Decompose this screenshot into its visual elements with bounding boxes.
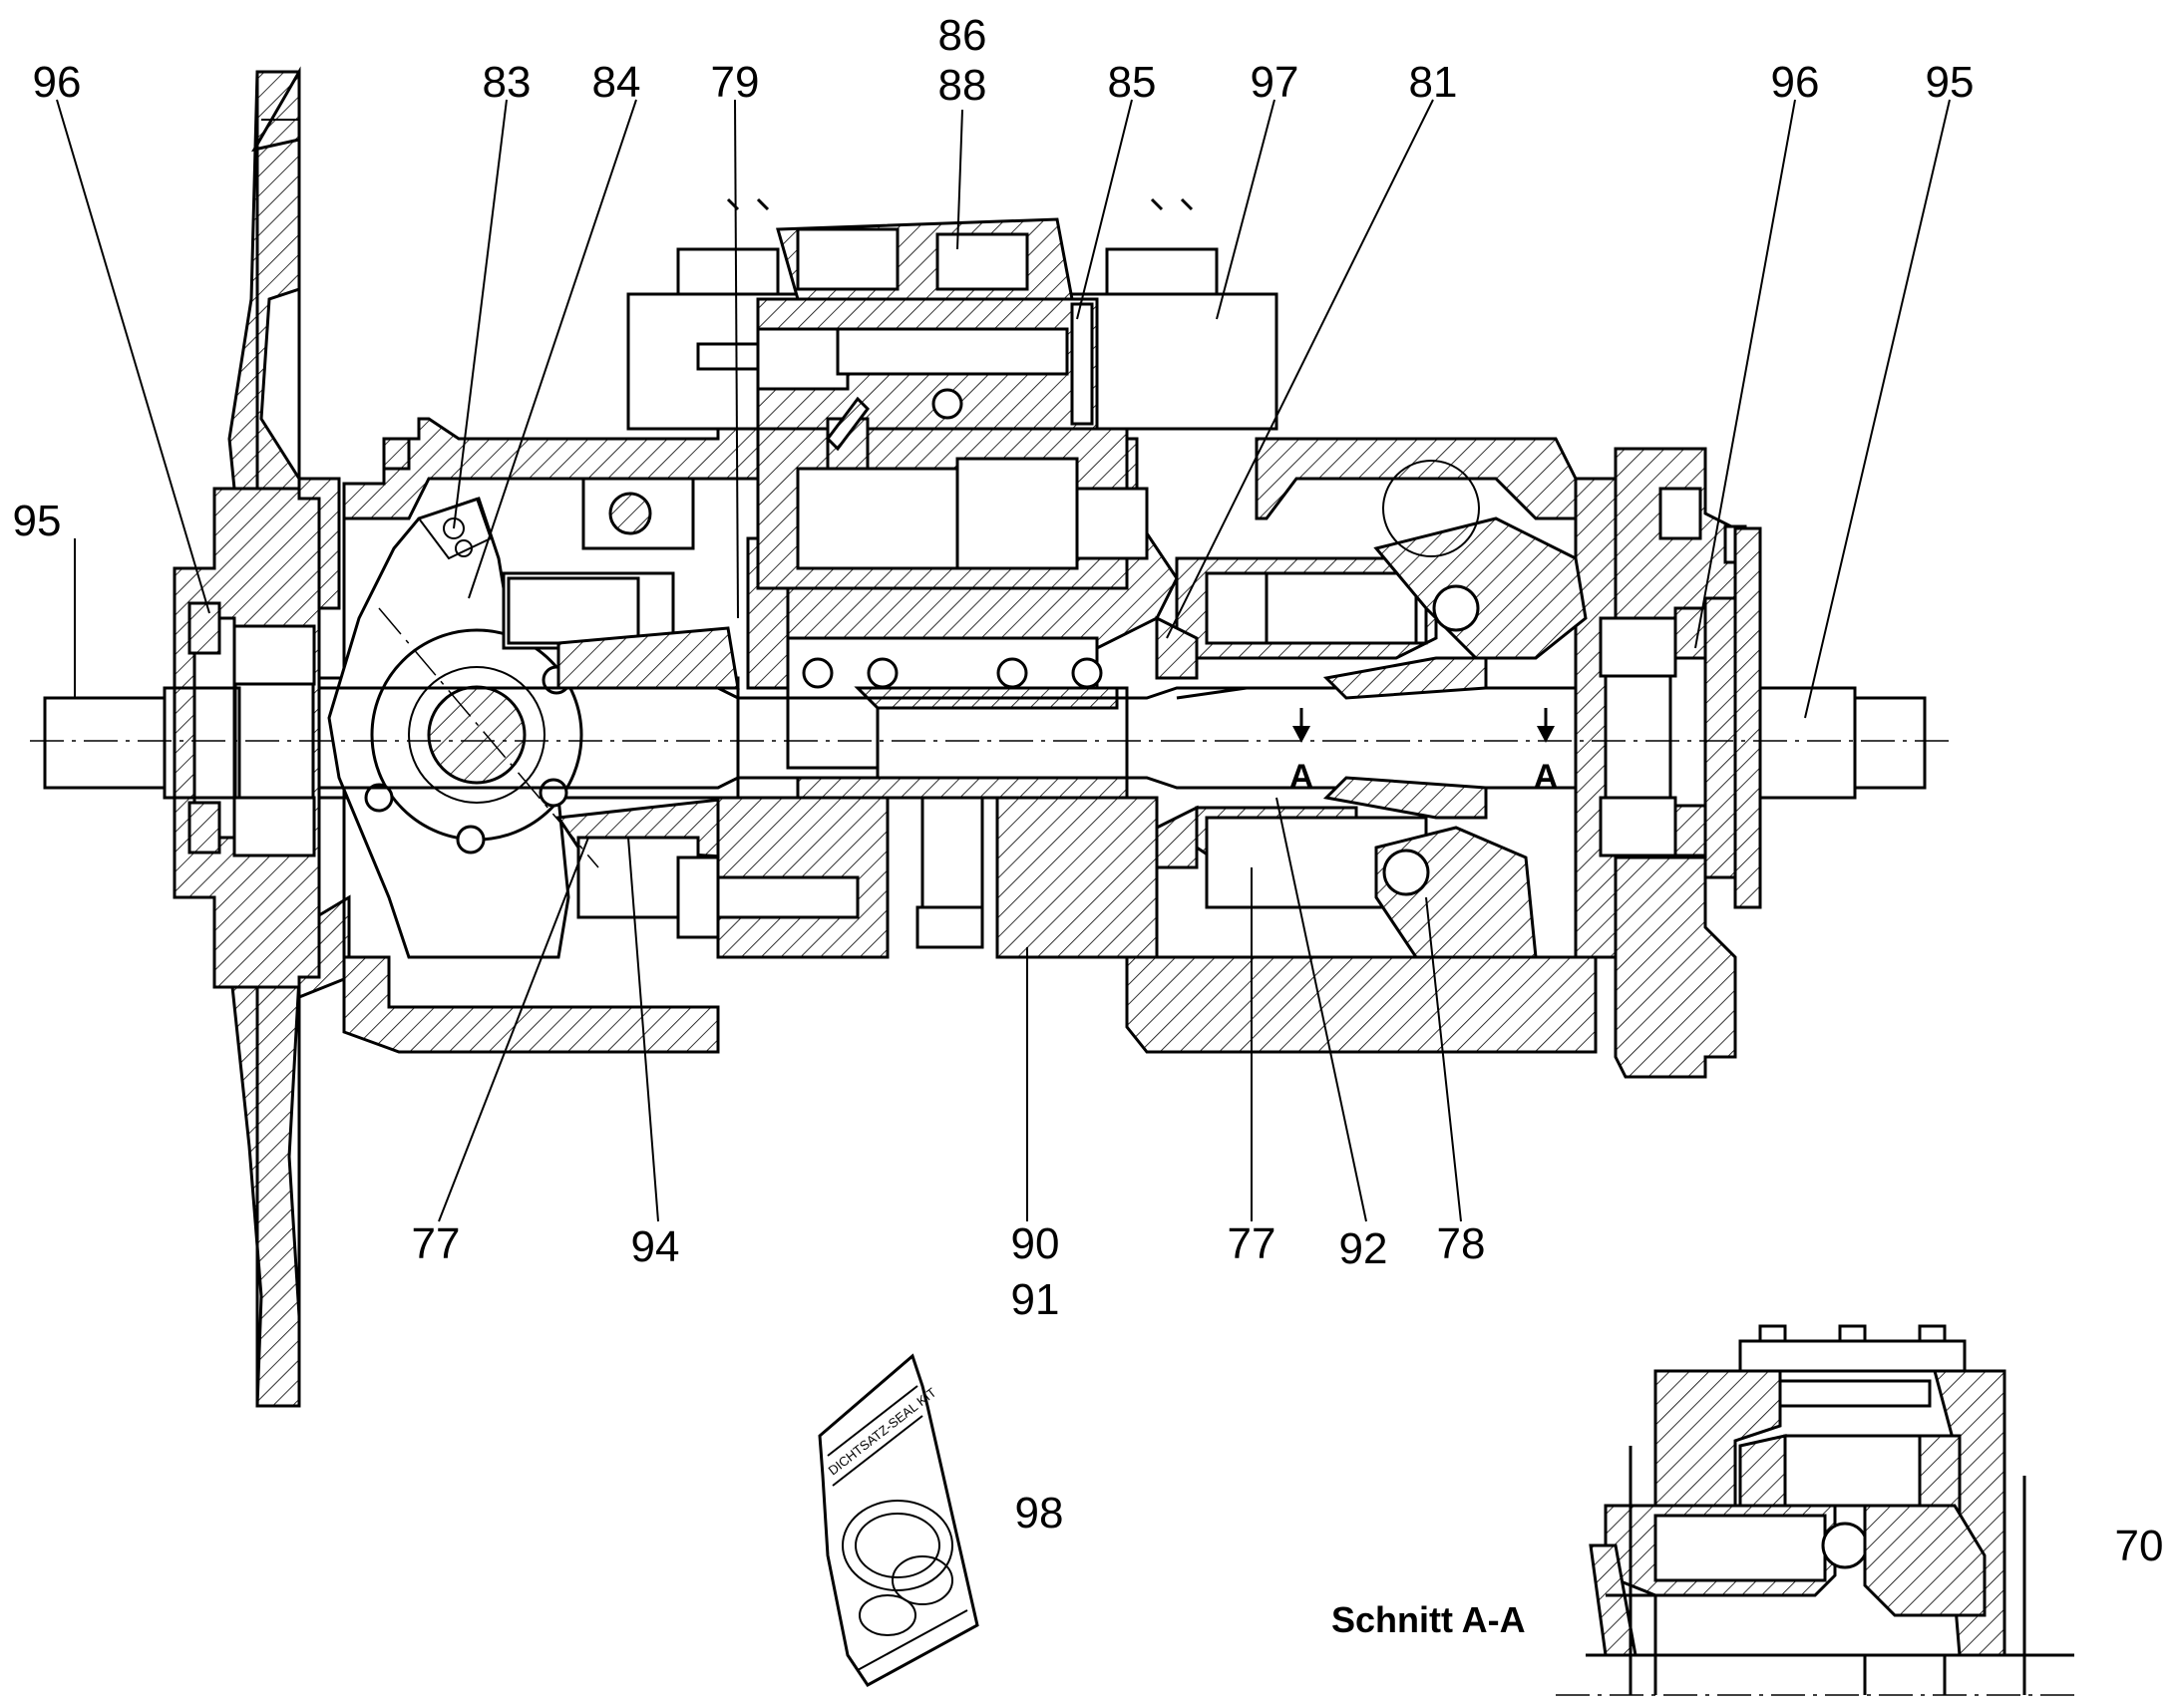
swash-axis-line [378, 607, 599, 868]
label-77-left: 77 [412, 1219, 461, 1268]
section-marker-right: A [1534, 708, 1559, 796]
right-bearing [1599, 596, 1737, 879]
label-96-left: 96 [33, 58, 82, 107]
left-bearing-housing [173, 487, 321, 989]
section-marker-left: A [1289, 708, 1314, 796]
right-shaft [1758, 686, 1927, 800]
main-assembly: A A [30, 66, 1955, 1408]
label-81: 81 [1409, 58, 1458, 107]
label-98: 98 [1015, 1489, 1064, 1537]
section-a-a-detail: Schnitt A-A [1331, 1324, 2074, 1696]
svg-text:A: A [1534, 758, 1559, 796]
label-78: 78 [1437, 1219, 1486, 1268]
label-70: 70 [2115, 1522, 2164, 1570]
label-91: 91 [1011, 1275, 1060, 1324]
label-83: 83 [483, 58, 532, 107]
seal-kit-bag: DICHTSATZ-SEAL KIT [818, 1353, 979, 1687]
actuator-piston [581, 396, 1149, 590]
label-90: 90 [1011, 1219, 1060, 1268]
control-valve-block [626, 197, 1278, 431]
main-shaft-body [319, 656, 1576, 820]
label-95-left: 95 [13, 497, 62, 545]
label-92: 92 [1339, 1224, 1388, 1273]
label-85: 85 [1108, 58, 1157, 107]
svg-text:A: A [1289, 758, 1314, 796]
label-97: 97 [1251, 58, 1299, 107]
label-96-right: 96 [1771, 58, 1820, 107]
swash-plate [327, 497, 583, 959]
label-77-right: 77 [1228, 1219, 1276, 1268]
leader-lines [56, 99, 1951, 1551]
right-cylinder-block [1155, 460, 1588, 959]
main-housing [342, 417, 1598, 1054]
label-86: 86 [938, 11, 987, 60]
section-caption: Schnitt A-A [1331, 1599, 1526, 1640]
label-84: 84 [592, 58, 641, 107]
label-95-right: 95 [1926, 58, 1975, 107]
label-88: 88 [938, 61, 987, 110]
label-94: 94 [631, 1222, 680, 1271]
part-labels: 96 83 84 79 86 88 85 97 81 96 95 95 77 9… [13, 11, 2164, 1570]
label-79: 79 [711, 58, 760, 107]
